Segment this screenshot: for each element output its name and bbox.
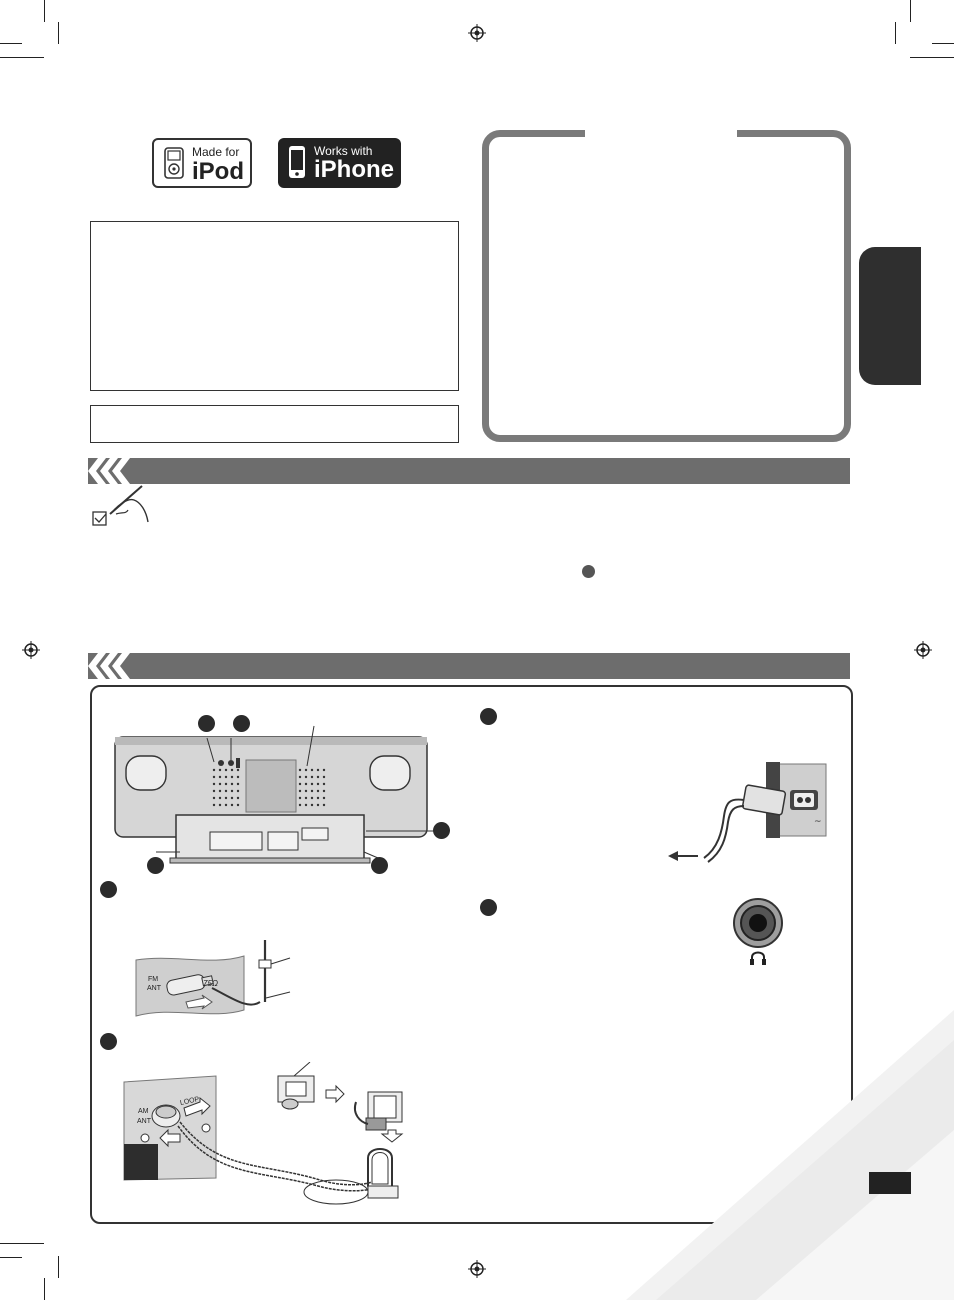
fm-impedance-label: 75Ω xyxy=(203,979,218,988)
rear-panel-illustration xyxy=(114,725,435,864)
callout-marker xyxy=(371,857,388,874)
hand-writing-icon xyxy=(92,485,149,526)
corner-decoration xyxy=(626,1010,954,1300)
crop-mark xyxy=(0,57,44,58)
callout-marker xyxy=(233,715,250,732)
crop-mark xyxy=(0,1257,22,1258)
crop-mark xyxy=(58,1256,59,1278)
crop-mark xyxy=(910,0,911,22)
registration-mark-icon xyxy=(468,1260,486,1278)
callout-marker xyxy=(198,715,215,732)
step-marker xyxy=(480,899,497,916)
callout-marker xyxy=(433,822,450,839)
step-marker xyxy=(480,708,497,725)
logo-iphone-line2: iPhone xyxy=(314,156,395,183)
chevrons-icon xyxy=(88,458,130,484)
fm-jack-label-2: ANT xyxy=(147,985,161,992)
page-number-box xyxy=(869,1172,911,1194)
logo-ipod-line2: iPod xyxy=(192,158,244,185)
crop-mark xyxy=(44,1278,45,1300)
am-jack-label-2: ANT xyxy=(137,1118,151,1125)
crop-mark xyxy=(44,0,45,22)
logo-ipod-line1: Made for xyxy=(192,145,240,159)
logo-iphone-line1: Works with xyxy=(314,144,373,158)
fm-jack-label-1: FM xyxy=(148,976,159,983)
crop-mark xyxy=(58,22,59,44)
chevrons-icon xyxy=(88,653,130,679)
made-for-ipod-logo: Made for iPod xyxy=(152,138,252,188)
headphone-jack-illustration xyxy=(733,898,783,965)
crop-mark xyxy=(0,43,22,44)
crop-mark xyxy=(910,57,954,58)
info-panel-title-gap xyxy=(585,126,737,140)
iphone-device-icon xyxy=(289,146,305,178)
notice-box xyxy=(90,221,459,391)
notice-box-small xyxy=(90,405,459,443)
ac-power-cord-illustration: ~ xyxy=(668,762,827,863)
am-antenna-illustration xyxy=(123,1062,404,1205)
section-header-bar xyxy=(88,458,850,484)
registration-mark-icon xyxy=(22,641,40,659)
registration-mark-icon xyxy=(468,24,486,42)
works-with-iphone-logo: Works with iPhone xyxy=(278,138,401,188)
callout-marker xyxy=(147,857,164,874)
bullet-dot xyxy=(582,565,595,578)
fm-antenna-illustration xyxy=(135,940,291,1017)
step-marker xyxy=(100,881,117,898)
step-marker xyxy=(100,1033,117,1050)
crop-mark xyxy=(0,1243,44,1244)
registration-mark-icon xyxy=(914,641,932,659)
section-header-bar xyxy=(88,653,850,679)
crop-mark xyxy=(932,43,954,44)
am-jack-label-1: AM xyxy=(138,1108,149,1115)
info-panel xyxy=(482,130,851,442)
svg-text:~: ~ xyxy=(814,817,822,827)
ipod-device-icon xyxy=(164,147,184,179)
crop-mark xyxy=(895,22,896,44)
side-index-tab xyxy=(859,247,921,385)
